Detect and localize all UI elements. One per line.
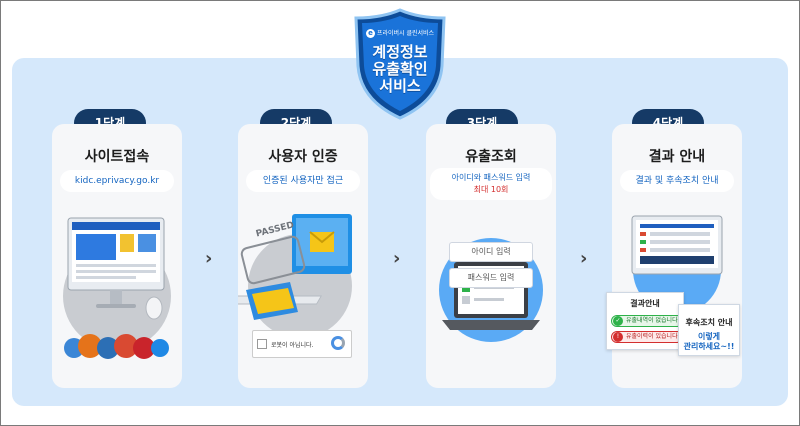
step-2-title: 사용자 인증	[268, 149, 338, 165]
lookup-description: 아이디와 패스워드 입력 최대 10회	[430, 168, 552, 200]
leak-found-status: !유출이력이 있습니다	[611, 331, 683, 343]
step-2-card: 사용자 인증 인증된 사용자만 접근 PASSED 로봇이 아닙니다.	[238, 124, 368, 388]
user-auth-illustration	[238, 214, 352, 338]
no-leak-status: ✓유출내역이 없습니다	[611, 315, 683, 327]
edge-icon	[151, 339, 169, 357]
auth-description: 인증된 사용자만 접근	[246, 170, 360, 192]
check-icon: ✓	[613, 316, 623, 326]
recaptcha-icon	[331, 336, 345, 350]
step-3-title: 유출조회	[465, 149, 517, 165]
warning-icon: !	[613, 332, 623, 342]
result-window: 결과안내 ✓유출내역이 없습니다 !유출이력이 있습니다	[606, 292, 684, 350]
step-4-title: 결과 안내	[648, 149, 706, 165]
followup-text: 이렇게 관리하세요~!!	[683, 332, 735, 351]
step-1-title: 사이트접속	[84, 149, 150, 165]
step-3-card: 유출조회 아이디와 패스워드 입력 최대 10회 아이디 입력 패스워드 입력	[426, 124, 556, 388]
firefox-icon	[78, 334, 102, 358]
followup-title: 후속조치 안내	[685, 318, 733, 327]
chevron-right-icon: ›	[393, 248, 401, 269]
lookup-illustration	[439, 238, 543, 342]
password-input[interactable]: 패스워드 입력	[449, 268, 533, 288]
id-input[interactable]: 아이디 입력	[449, 242, 533, 262]
captcha-label: 로봇이 아닙니다.	[271, 342, 314, 349]
captcha-widget[interactable]: 로봇이 아닙니다.	[252, 330, 352, 358]
result-description: 결과 및 후속조치 안내	[620, 170, 734, 192]
result-window-title: 결과안내	[630, 299, 660, 308]
brand-name: 프라이버시 클린서비스	[376, 30, 435, 37]
opera-icon	[133, 337, 155, 359]
site-url: kidc.eprivacy.go.kr	[60, 170, 174, 192]
ie-icon	[97, 337, 119, 359]
followup-window: 후속조치 안내 이렇게 관리하세요~!!	[678, 304, 740, 356]
step-1-card: 사이트접속 kidc.eprivacy.go.kr	[52, 124, 182, 388]
chevron-right-icon: ›	[580, 248, 588, 269]
site-access-illustration	[63, 217, 171, 359]
chrome-icon	[114, 334, 138, 358]
service-title: 계정정보 유출확인 서비스	[372, 43, 428, 95]
lookup-limit: 최대 10회	[473, 185, 509, 194]
step-4-card: 결과 안내 결과 및 후속조치 안내 결과안내 ✓유출내역이 없습니다 !유출이…	[606, 124, 742, 388]
shield-icon	[354, 8, 446, 120]
chevron-right-icon: ›	[205, 248, 213, 269]
captcha-checkbox[interactable]	[257, 339, 267, 349]
eprivacy-logo-icon: e	[365, 29, 375, 38]
